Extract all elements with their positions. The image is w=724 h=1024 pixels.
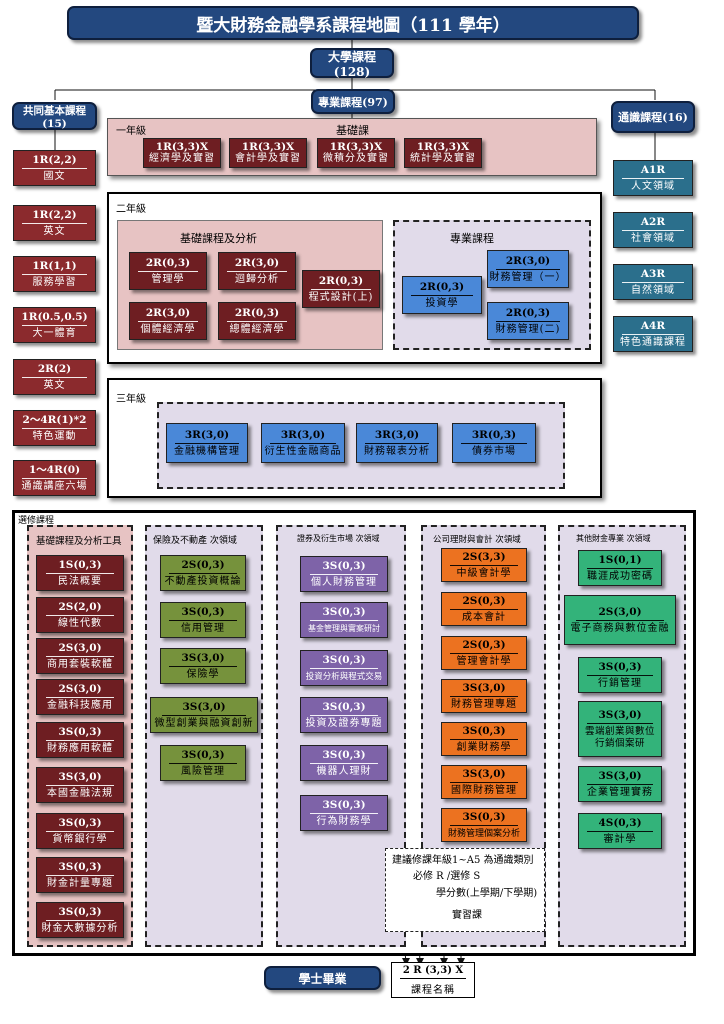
elective-course: 3S(3,0)雲端創業與數位行銷個案研 [578,701,662,757]
elective-course: 2S(3,0)電子商務與數位金融 [564,595,676,645]
legend-key-name: 課程名稱 [411,984,455,996]
general-courses-header: 通識課程(16) [611,101,695,133]
common-course: 1～4R(0)通識講座六場 [13,460,96,496]
year2-foundation-label: 基礎課程及分析 [180,232,257,245]
year3-course: 3R(0,3)債券市場 [452,423,536,463]
year2-course: 2R(3,0)個體經濟學 [129,302,207,340]
year2-professional-label: 專業課程 [450,232,494,245]
common-course: 1R(2,2)國文 [13,150,96,186]
common-course: 1R(0.5,0.5)大一體育 [13,307,96,343]
common-courses-header: 共同基本課程(15) [12,102,97,130]
elective-course: 3S(0,3)財務管理個案分析 [441,808,527,842]
electives-label: 選修課程 [18,516,55,526]
elective-course: 2S(3,0)金融科技應用 [36,679,124,715]
elective-course: 3S(0,3)機器人理財 [300,745,388,781]
legend-line: 建議修課年級1~A5 為通識類別 [392,855,534,866]
elective-course: 2S(0,3)不動產投資概論 [160,555,246,591]
elective-course: 3S(0,3)財務應用軟體 [36,722,124,758]
elective-group-securities [276,525,406,947]
year2-label: 二年級 [116,204,146,215]
elective-course: 3S(3,0)財務管理專題 [441,679,527,713]
common-course: 2R(2)英文 [13,359,96,395]
elective-course: 3S(0,3)創業財務學 [441,722,527,756]
elective-group-title: 保險及不動產 次領域 [153,536,237,546]
year3-label: 三年級 [116,394,146,405]
legend-line: 實習課 [452,910,482,921]
professional-courses-header: 專業課程(97) [311,89,395,114]
elective-course: 3S(0,3)財金計量專題 [36,857,124,893]
elective-course: 3S(0,3)投資及證券專題 [300,697,388,733]
year3-course: 3R(3,0)衍生性金融商品 [261,423,345,463]
elective-course: 3S(3,0)微型創業與融資創新 [150,697,258,733]
elective-course: 2S(3,3)中級會計學 [441,548,527,582]
elective-course: 2S(3,0)商用套裝軟體 [36,638,124,674]
year2-course: 2R(0,3)總體經濟學 [218,302,296,340]
elective-course: 3S(3,0)本國金融法規 [36,767,124,803]
year2-course: 2R(0,3)管理學 [129,252,207,290]
elective-course: 3S(0,3)基金管理與實案研討 [300,602,388,638]
elective-group-insurance [145,525,263,947]
year3-course: 3R(3,0)金融機構管理 [166,423,248,463]
elective-course: 2S(2,0)線性代數 [36,597,124,633]
legend-panel [385,848,545,932]
year3-course: 3R(3,0)財務報表分析 [356,423,438,463]
elective-course: 2S(0,3)成本會計 [441,592,527,626]
elective-course: 3S(3,0)國際財務管理 [441,765,527,799]
elective-course: 3S(0,3)信用管理 [160,602,246,638]
year1-group-label: 基礎課 [336,124,369,137]
year2-course: 2R(3,0)財務管理（一） [487,250,569,288]
common-course: 1R(1,1)服務學習 [13,256,96,292]
elective-course: 3S(0,3)個人財務管理 [300,556,388,592]
legend-line: 學分數(上學期/下學期) [436,888,538,899]
legend-key-box: 2 R (3,3) X 課程名稱 [391,962,475,998]
elective-course: 3S(0,3)財金大數據分析 [36,902,124,938]
elective-course: 1S(0,3)民法概要 [36,555,124,591]
elective-course: 3S(0,3)行為財務學 [300,795,388,831]
year1-label: 一年級 [116,126,146,137]
elective-course: 3S(0,3)投資分析與程式交易 [300,650,388,686]
elective-course: 3S(0,3)行銷管理 [578,657,662,693]
legend-line: 必修 R /選修 S [413,871,481,882]
common-course: 1R(2,2)英文 [13,205,96,241]
elective-course: 3S(3,0)保險學 [160,648,246,684]
elective-course: 4S(0,3)審計學 [578,813,662,849]
elective-group-title: 證券及衍生市場 次領域 [297,534,380,543]
year2-course: 2R(0,3)程式設計(上) [302,270,380,308]
elective-course: 3S(0,3)貨幣銀行學 [36,813,124,849]
page-title: 暨大財務金融學系課程地圖（111 學年） [67,6,639,40]
year2-course: 2R(0,3)財務管理(二) [487,302,569,340]
elective-course: 1S(0,1)職涯成功密碼 [578,550,662,586]
year2-course: 2R(3,0)迴歸分析 [218,252,296,290]
elective-course: 2S(0,3)管理會計學 [441,636,527,670]
elective-group-title: 其他財金專業 次領域 [576,534,651,543]
university-courses-header: 大學課程(128) [310,48,394,79]
year2-course: 2R(0,3)投資學 [402,276,482,314]
graduation-box: 學士畢業 [264,966,381,990]
elective-group-title: 基礎課程及分析工具 [36,536,122,547]
legend-key: 2 R (3,3) X [402,964,464,976]
elective-course: 3S(0,3)風險管理 [160,745,246,781]
elective-course: 3S(3,0)企業管理實務 [578,766,662,802]
elective-group-title: 公司理財與會計 次領域 [433,535,521,545]
